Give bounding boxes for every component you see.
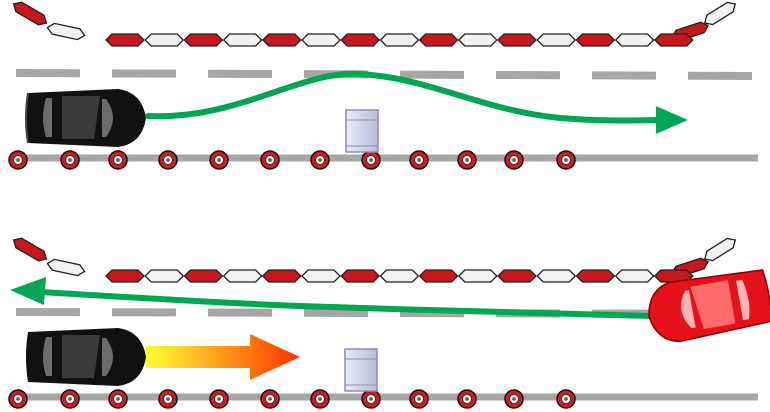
ego-car-bottom — [26, 328, 146, 386]
road-marker — [260, 150, 280, 170]
lane-divider-top — [15, 69, 753, 80]
road-marker — [108, 150, 128, 170]
road-marker — [409, 150, 429, 170]
road-marker — [361, 389, 381, 409]
road-marker — [310, 150, 330, 170]
barrier-segment — [301, 33, 341, 47]
barrier-segment — [457, 33, 498, 47]
barrier-segment — [379, 33, 420, 47]
road-markers-bottom — [8, 389, 576, 409]
barrier-segment — [12, 237, 48, 262]
barrier-segment — [418, 33, 459, 47]
barrier-segment — [105, 269, 145, 283]
road-marker — [457, 150, 477, 170]
road-marker — [209, 389, 229, 409]
barrier-segment — [144, 269, 185, 283]
barrier-segment — [418, 269, 459, 283]
barrier-segment — [703, 237, 737, 262]
swerve-path-arrow — [145, 70, 688, 134]
road-marker — [556, 389, 576, 409]
barrier-segment — [261, 269, 302, 283]
road-marker — [310, 389, 330, 409]
scenario-bottom — [8, 237, 770, 409]
barrier-bottom — [12, 237, 737, 283]
barrier-segment — [105, 33, 145, 47]
barrier-top — [12, 1, 737, 47]
barrier-segment — [261, 33, 302, 47]
barrier-segment — [457, 269, 498, 283]
barrier-segment — [340, 33, 381, 47]
barrier-segment — [222, 269, 263, 283]
road-marker — [556, 150, 576, 170]
barrier-segment — [340, 269, 381, 283]
barrier-segment — [653, 269, 694, 283]
obstacle-box-top — [345, 109, 379, 153]
barrier-segment — [301, 269, 341, 283]
road-marker — [409, 389, 429, 409]
road-markers-top — [8, 150, 576, 170]
barrier-segment — [46, 258, 86, 277]
road-marker — [108, 389, 128, 409]
barrier-segment — [222, 33, 263, 47]
barrier-segment — [379, 269, 420, 283]
scenario-top — [8, 1, 758, 170]
accelerate-arrow — [146, 334, 300, 380]
barrier-segment — [575, 269, 616, 283]
barrier-segment — [614, 33, 655, 47]
oncoming-path-arrow — [10, 277, 655, 319]
road-marker — [8, 389, 28, 409]
barrier-segment — [536, 269, 577, 283]
road-marker — [158, 389, 178, 409]
road-marker — [504, 389, 524, 409]
road-marker — [260, 389, 280, 409]
road-marker — [60, 150, 80, 170]
barrier-segment — [497, 269, 537, 283]
barrier-segment — [653, 33, 694, 47]
barrier-segment — [46, 22, 86, 41]
road-marker — [60, 389, 80, 409]
road-marker — [158, 150, 178, 170]
road-marker — [504, 150, 524, 170]
ego-car-top — [25, 89, 146, 147]
barrier-segment — [536, 33, 577, 47]
barrier-segment — [12, 1, 48, 26]
barrier-segment — [614, 269, 655, 283]
obstacle-box-bottom — [344, 348, 378, 392]
road-marker — [457, 389, 477, 409]
road-marker — [361, 150, 381, 170]
road-marker — [209, 150, 229, 170]
barrier-segment — [575, 33, 616, 47]
road-marker — [8, 150, 28, 170]
barrier-segment — [703, 1, 737, 26]
barrier-segment — [183, 33, 224, 47]
barrier-segment — [497, 33, 537, 47]
barrier-segment — [144, 33, 185, 47]
oncoming-red-car — [648, 269, 770, 343]
barrier-segment — [183, 269, 224, 283]
